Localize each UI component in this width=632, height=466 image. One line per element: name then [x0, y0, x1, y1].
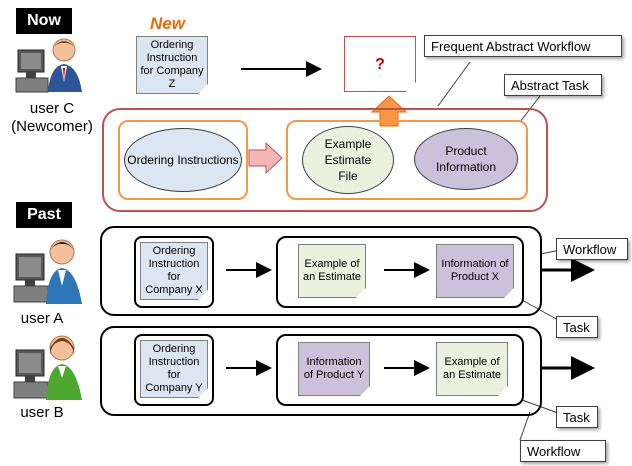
new-label: New	[150, 14, 185, 33]
task-box-a-1	[134, 236, 214, 308]
example-estimate-b: Example of an Estimate	[436, 342, 508, 396]
frequent-abstract-workflow-box	[102, 108, 548, 212]
callout-workflow-b: Workflow	[520, 440, 606, 462]
information-product-y: Information of Product Y	[298, 342, 370, 396]
task-box-b-2	[276, 334, 524, 406]
callout-abstract-task: Abstract Task	[504, 74, 602, 96]
now-label: Now	[16, 8, 72, 34]
user-c-name: user C	[29, 100, 75, 117]
unknown-next-document: ?	[344, 36, 416, 92]
user-a-label: user A	[20, 310, 64, 327]
leader-workflow-b	[519, 411, 531, 441]
workflow-box-a	[100, 226, 542, 316]
leader-frequent-workflow	[437, 61, 471, 107]
callout-workflow-a: Workflow	[556, 238, 628, 260]
abstract-task-box-2	[286, 120, 528, 200]
workflow-box-b	[100, 326, 542, 416]
callout-task-b: Task	[556, 406, 598, 428]
callout-frequent-abstract-workflow: Frequent Abstract Workflow	[424, 35, 622, 57]
pink-right-arrow	[248, 141, 283, 175]
user-b-label: user B	[20, 404, 64, 421]
callout-task-a: Task	[556, 316, 598, 338]
user-c-role: (Newcomer)	[11, 118, 93, 135]
user-a-avatar	[10, 236, 86, 308]
ordering-instruction-company-y: Ordering Instruction for Company Y	[140, 340, 208, 398]
abstract-task-box-1	[118, 120, 248, 200]
ordering-instructions-node: Ordering Instructions	[124, 128, 242, 192]
orange-up-arrow	[370, 95, 408, 127]
example-estimate-a: Example of an Estimate	[298, 244, 366, 298]
user-c-label: user C (Newcomer)	[4, 100, 100, 136]
question-mark: ?	[375, 55, 385, 73]
ordering-instruction-company-z: Ordering Instruction for Company Z	[136, 36, 208, 94]
past-label: Past	[16, 202, 72, 228]
task-box-b-1	[134, 334, 214, 406]
user-c-avatar	[12, 36, 88, 96]
product-information-node: Product Information	[414, 128, 518, 190]
ordering-instruction-company-x: Ordering Instruction for Company X	[140, 242, 208, 300]
user-b-avatar	[10, 332, 86, 404]
information-product-x: Information of Product X	[436, 244, 514, 298]
example-estimate-file-node: Example Estimate File	[302, 126, 394, 194]
task-box-a-2	[276, 236, 524, 308]
